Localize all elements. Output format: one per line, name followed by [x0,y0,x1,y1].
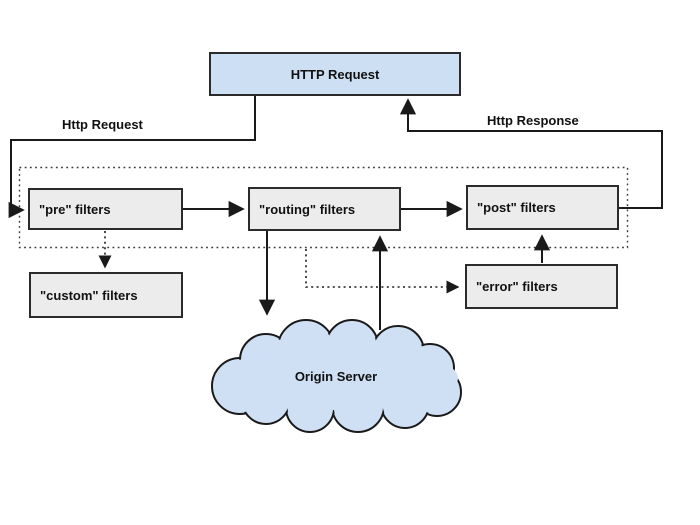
pre-filters-box: "pre" filters [28,188,183,230]
routing-filters-box: "routing" filters [248,187,401,231]
routing-filters-label: "routing" filters [259,201,356,217]
http-response-flow-label: Http Response [487,113,579,128]
custom-filters-label: "custom" filters [40,287,138,303]
post-filters-label: "post" filters [477,200,556,215]
chain-to-error-dotted-arrow [305,249,460,294]
error-filters-box: "error" filters [465,264,618,309]
post-filters-box: "post" filters [466,185,619,230]
origin-server-label: Origin Server [294,369,378,384]
custom-filters-box: "custom" filters [29,272,183,318]
error-filters-label: "error" filters [476,279,558,294]
pre-filters-label: "pre" filters [39,201,111,217]
request-flow-arrow [8,96,256,219]
http-request-box: HTTP Request [209,52,461,96]
origin-server-cloud [211,319,462,433]
http-request-flow-label: Http Request [62,117,143,132]
response-flow-arrow [399,98,663,209]
http-request-box-label: HTTP Request [290,66,380,82]
